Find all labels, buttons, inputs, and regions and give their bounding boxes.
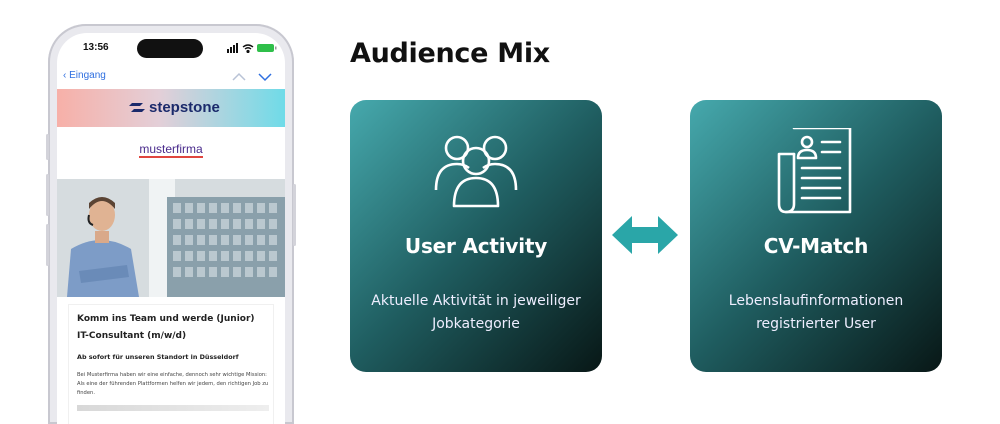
phone-power-button [293,184,296,246]
mail-navbar: ‹ Eingang [57,67,285,89]
company-logo: musterfirma [139,142,203,158]
cv-match-card: CV-Match Lebenslaufinformationen registr… [690,100,942,372]
cv-match-title: CV-Match [763,234,869,258]
battery-icon [257,44,277,52]
back-button[interactable]: ‹ Eingang [63,70,106,81]
status-icons [227,43,277,53]
phone-mockup: 13:56 [46,24,296,424]
job-location: Ab sofort für unseren Standort in Düssel… [77,353,239,361]
user-activity-title: User Activity [404,234,548,258]
chevron-up-icon [232,72,246,81]
building-facade [167,197,285,297]
phone-mute-switch [46,134,49,160]
page-title: Audience Mix [350,38,550,69]
job-description: Bei Musterfirma haben wir eine einfache,… [77,372,269,396]
status-bar: 13:56 [57,33,285,67]
hero-photo [57,179,285,297]
user-activity-description: Aktuelle Aktivität in jeweiliger Jobkate… [371,293,581,332]
job-text-continued [77,405,269,411]
company-logo-area: musterfirma [57,127,285,179]
phone-volume-down [46,224,49,266]
brand-name: stepstone [149,99,220,116]
back-label: Eingang [69,70,106,81]
job-card[interactable]: Komm ins Team und werde (Junior) IT-Cons… [69,305,273,424]
message-nav [232,72,272,82]
users-group-icon [434,135,518,208]
status-time: 13:56 [83,42,109,53]
chevron-down-icon [258,73,272,82]
wifi-icon [242,44,254,53]
dynamic-island [137,39,203,58]
signal-icon [227,43,238,53]
cv-match-description: Lebenslaufinformationen registrierter Us… [728,293,904,332]
double-arrow-icon [612,216,678,254]
cv-document-icon [777,128,852,214]
chevron-left-icon: ‹ [63,70,67,81]
person-figure [67,197,139,297]
stepstone-mark-icon [129,103,145,112]
hero-image [57,179,285,297]
stepstone-banner: stepstone [57,89,285,127]
job-title: Komm ins Team und werde (Junior) IT-Cons… [77,314,255,341]
phone-screen: 13:56 [57,33,285,424]
phone-volume-up [46,174,49,216]
user-activity-card: User Activity Aktuelle Aktivität in jewe… [350,100,602,372]
